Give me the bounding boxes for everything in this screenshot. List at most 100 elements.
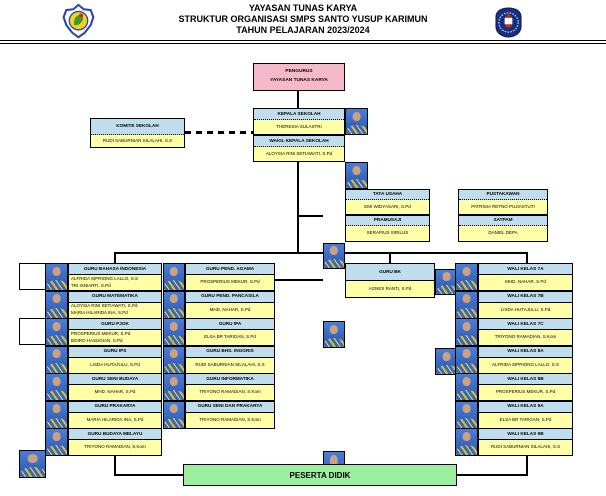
wali-kelas-row-8b: WALI KELAS 8B PROSPERIUS MEKUR, S.Pd bbox=[455, 373, 573, 401]
wali-kelas-7c-title: WALI KELAS 7C bbox=[479, 319, 572, 330]
guru-name: TRIYONO RAMADIAN, S.Kom bbox=[84, 444, 146, 450]
guru-budaya-melayu-title: GURU BUDAYA MELAYU bbox=[69, 429, 161, 440]
guru-row-bhs-inggris: GURU BHS. INGGRIS RUDI SABURNIAN SILALAH… bbox=[163, 345, 275, 374]
pustakawan-box: PUSTAKAWAN PATRISIA RETNO PUJIASTUTI bbox=[458, 189, 548, 215]
guru-seni-dan-prakarya-title: GURU SENI DAN PRAKARYA bbox=[186, 401, 274, 413]
connector-drop-bk bbox=[389, 252, 391, 263]
guru-row-seni-dan-prakarya: GURU SENI DAN PRAKARYA TRIYONO RAMADIAN,… bbox=[163, 400, 275, 429]
connector-bottom-right-drop bbox=[526, 455, 528, 476]
pramusaji-box: PRAMUSAJI SERAPIUS SIRILUS bbox=[345, 215, 430, 242]
wali-kelas-8b-photo bbox=[455, 373, 478, 401]
guru-ipa-title: GURU IPA bbox=[186, 319, 274, 330]
header-divider bbox=[0, 40, 606, 44]
guru-name: MARIA HILARIDA INA, S.Pd bbox=[71, 310, 128, 315]
komite-sekolah-name: RUDI SABURNIAN SILALAHI, S.S bbox=[91, 135, 184, 147]
connector-drop-wali bbox=[526, 252, 528, 263]
wali-kelas-row-9a: WALI KELAS 9A ELSA BR TARIGAN, S.Pd bbox=[455, 400, 573, 429]
satpam-box: SATPAM DANIEL DEPA bbox=[458, 215, 548, 242]
wali-kelas-name: PROSPERIUS MEKUR, S.Pd bbox=[495, 389, 556, 395]
guru-ips-photo bbox=[45, 345, 68, 374]
title-line-1: YAYASAN TUNAS KARYA bbox=[248, 3, 358, 13]
kepala-sekolah-box: KEPALA SEKOLAH THERESIA SULASTRI bbox=[253, 108, 345, 135]
pustakawan-name: PATRISIA RETNO PUJIASTUTI bbox=[459, 200, 547, 214]
pengurus-subtitle: YAYASAN TUNAS KARYA bbox=[270, 78, 328, 83]
guru-name: TRI ISNIARTI, S.Pd bbox=[71, 282, 111, 288]
guru-row-ipa: GURU IPA ELSA BR TARIGAN, S.Pd bbox=[163, 318, 275, 346]
guru-bk-title: GURU BK bbox=[346, 264, 434, 281]
peserta-didik-box: PESERTA DIDIK bbox=[183, 464, 457, 486]
pramusaji-title: PRAMUSAJI bbox=[346, 216, 429, 226]
guru-bk-name: AGNES RANTI, S.Pd bbox=[346, 281, 434, 297]
wali-kelas-9a-title: WALI KELAS 9A bbox=[479, 401, 572, 413]
wakil-kepala-name: ALOYSIA RINI SETIAWATI, S.Pd bbox=[254, 147, 344, 161]
guru-bahasa-indonesia-title: GURU BAHASA INDONESIA bbox=[69, 264, 161, 275]
guru-informatika-photo bbox=[163, 373, 185, 401]
guru-pjok-photo bbox=[45, 318, 68, 346]
guru-pend-pancasila-photo bbox=[163, 290, 185, 319]
wali-kelas-7a-photo bbox=[455, 263, 478, 291]
empty-cell-bottom bbox=[19, 318, 46, 345]
wali-kelas-row-9b: WALI KELAS 9B RUDI SABURNIAN SILALAHI, S… bbox=[455, 428, 573, 456]
tata-usaha-title: TATA USAHA bbox=[346, 190, 429, 200]
connector-main-horizontal bbox=[114, 252, 528, 254]
kepala-sekolah-title: KEPALA SEKOLAH bbox=[254, 109, 344, 120]
wali-kelas-7c-photo bbox=[455, 318, 478, 346]
connector-wakil-down bbox=[297, 162, 299, 254]
guru-row-informatika: GURU INFORMATIKA TRIYONO RAMADIAN, S.Kom bbox=[163, 373, 275, 401]
guru-name: PROSPERIUS MEKUR, S.Pd bbox=[200, 279, 260, 285]
guru-name: RUDI SABURNIAN SILALAHI, S.S bbox=[195, 361, 265, 367]
wali-kelas-name: TRIYONO RAMADIAN, S.Kom bbox=[494, 334, 557, 340]
guru-seni-budaya-title: GURU SENI BUDAYA bbox=[69, 374, 161, 385]
wali-kelas-row-7a: WALI KELAS 7A MHD. NAHAR, S.Pd bbox=[455, 263, 573, 291]
wali-kelas-9b-photo bbox=[455, 428, 478, 456]
tata-usaha-box: TATA USAHA EMI WIDYASARI, S.Pd bbox=[345, 189, 430, 215]
guru-name: ELSA BR TARIGAN, S.Pd bbox=[204, 334, 256, 340]
wali-kelas-row-7c: WALI KELAS 7C TRIYONO RAMADIAN, S.Kom bbox=[455, 318, 573, 346]
pramusaji-photo bbox=[323, 321, 345, 348]
guru-row-budaya-melayu: GURU BUDAYA MELAYU TRIYONO RAMADIAN, S.K… bbox=[45, 428, 162, 456]
connector-bottom-left-drop bbox=[114, 455, 116, 476]
guru-pjok-title: GURU PJOK bbox=[69, 319, 161, 330]
connector-staff-branch bbox=[299, 215, 323, 217]
guru-name: TRIYONO RAMADIAN, S.Kom bbox=[199, 416, 261, 422]
komite-sekolah-title: KOMITE SEKOLAH bbox=[91, 119, 184, 135]
guru-informatika-title: GURU INFORMATIKA bbox=[186, 374, 274, 385]
guru-name: MHD. NAHAR, S.Pd bbox=[209, 306, 251, 312]
guru-matematika-title: GURU MATEMATIKA bbox=[69, 291, 161, 303]
guru-budaya-melayu-photo bbox=[45, 428, 68, 456]
komite-sekolah-box: KOMITE SEKOLAH RUDI SABURNIAN SILALAHI, … bbox=[90, 118, 185, 148]
wali-kelas-name: MHD. NAHAR, S.Pd bbox=[505, 279, 546, 285]
guru-ipa-photo bbox=[163, 318, 185, 346]
wali-kelas-name: ELSA BR TARIGAN, S.Pd bbox=[499, 416, 552, 422]
title-line-3: TAHUN PELAJARAN 2023/2024 bbox=[236, 25, 370, 35]
wakil-kepala-box: WAKIL KEPALA SEKOLAH ALOYSIA RINI SETIAW… bbox=[253, 135, 345, 162]
guru-bk-box: GURU BK AGNES RANTI, S.Pd bbox=[345, 263, 435, 298]
peserta-didik-label: PESERTA DIDIK bbox=[289, 470, 351, 480]
tata-usaha-name: EMI WIDYASARI, S.Pd bbox=[346, 200, 429, 214]
guru-row-bahasa-indonesia: GURU BAHASA INDONESIA ALFRIDA SIPRIONG L… bbox=[45, 263, 162, 291]
empty-cell-top bbox=[19, 263, 46, 290]
wali-kelas-name: LISDA HUTAJULU, S.Pd bbox=[500, 306, 551, 312]
pustakawan-title: PUSTAKAWAN bbox=[459, 190, 547, 200]
tata-usaha-photo bbox=[323, 243, 345, 269]
wali-kelas-9b-title: WALI KELAS 9B bbox=[479, 429, 572, 440]
wali-kelas-row-7b: WALI KELAS 7B LISDA HUTAJULU, S.Pd bbox=[455, 290, 573, 319]
wakil-kepala-photo bbox=[345, 162, 368, 189]
page-title: YAYASAN TUNAS KARYA STRUKTUR ORGANISASI … bbox=[0, 3, 606, 36]
yayasan-crest-icon bbox=[62, 4, 95, 39]
guru-pend-agama-photo bbox=[163, 263, 185, 291]
guru-bhs-inggris-photo bbox=[163, 345, 185, 374]
wali-kelas-7b-title: WALI KELAS 7B bbox=[479, 291, 572, 303]
school-shield-icon bbox=[495, 7, 522, 38]
wali-kelas-7b-photo bbox=[455, 290, 478, 319]
guru-pend-pancasila-title: GURU PEND. PANCASILA bbox=[186, 291, 274, 303]
guru-name: BOIRO HASUGIAN, S.Pd bbox=[71, 337, 123, 343]
guru-name: TRIYONO RAMADIAN, S.Kom bbox=[199, 389, 261, 395]
guru-seni-dan-prakarya-photo bbox=[163, 400, 185, 429]
extra-staff-photo bbox=[19, 450, 46, 478]
pengurus-title: PENGURUS bbox=[285, 69, 313, 75]
kepala-sekolah-name: THERESIA SULASTRI bbox=[254, 120, 344, 134]
guru-matematika-photo bbox=[45, 290, 68, 319]
wali-kelas-name: RUDI SABURNIAN SILALAHI, S.S bbox=[490, 444, 561, 450]
